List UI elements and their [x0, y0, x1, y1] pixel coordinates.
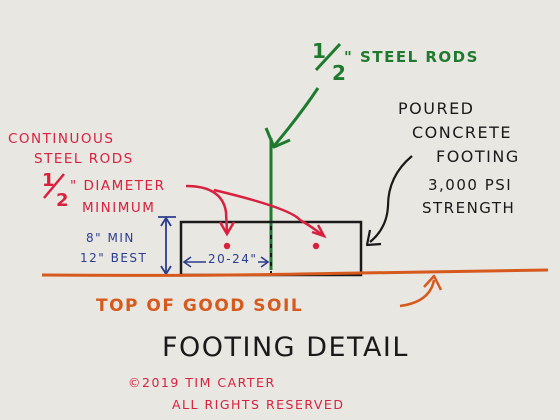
rod-leader-right [213, 188, 323, 236]
soil-arrowhead [423, 274, 443, 291]
minimum-label: MINIMUM [82, 200, 155, 216]
rebar-section-right [312, 242, 320, 250]
width-dim-label: 20-24" [208, 252, 257, 266]
steel-rods-fraction-bar [314, 42, 342, 72]
steel-rods-fraction-denominator: 2 [332, 61, 347, 85]
diameter-fraction-denominator: 2 [56, 190, 70, 211]
soil-arrow-shaft [399, 279, 436, 308]
steel-rods-label: " STEEL RODS [344, 48, 479, 66]
rebar-section-left [223, 242, 231, 250]
rights-line: ALL RIGHTS RESERVED [172, 397, 344, 412]
footing-note-arrow-shaft [369, 155, 413, 243]
rod-leader-right-arrowhead [311, 224, 327, 239]
footing-note-arrowhead [365, 229, 382, 247]
copyright-line: ©2019 TIM CARTER [128, 375, 276, 390]
depth-best-label: 12" BEST [80, 251, 147, 265]
rod-leader-left [185, 184, 229, 233]
continuous-label-line2: STEEL RODS [34, 151, 134, 167]
strength-label: STRENGTH [422, 199, 515, 217]
width-dim-arrow-left [182, 256, 192, 268]
diameter-fraction-bar [43, 173, 65, 199]
diameter-fraction-numerator: 1 [42, 170, 56, 191]
steel-rods-fraction-numerator: 1 [312, 39, 327, 63]
width-dim-label-bg [206, 251, 258, 266]
depth-dim-arrow-top [160, 216, 172, 227]
diameter-label: " DIAMETER [70, 178, 165, 194]
steel-rods-arrow-shaft [272, 87, 320, 147]
poured-label-line1: POURED [398, 99, 475, 118]
continuous-label-line1: CONTINUOUS [8, 131, 114, 147]
steel-rods-arrowhead [264, 127, 291, 149]
soil-label: TOP OF GOOD SOIL [96, 296, 303, 316]
poured-label-line2: CONCRETE [412, 123, 512, 142]
psi-label: 3,000 PSI [428, 176, 512, 194]
page-title: FOOTING DETAIL [162, 332, 409, 363]
soil-line [41, 268, 549, 277]
depth-min-label: 8" MIN [86, 231, 135, 245]
rod-leader-left-arrowhead [218, 221, 236, 237]
width-dim-arrow-right [260, 256, 270, 268]
poured-label-line3: FOOTING [436, 147, 520, 166]
